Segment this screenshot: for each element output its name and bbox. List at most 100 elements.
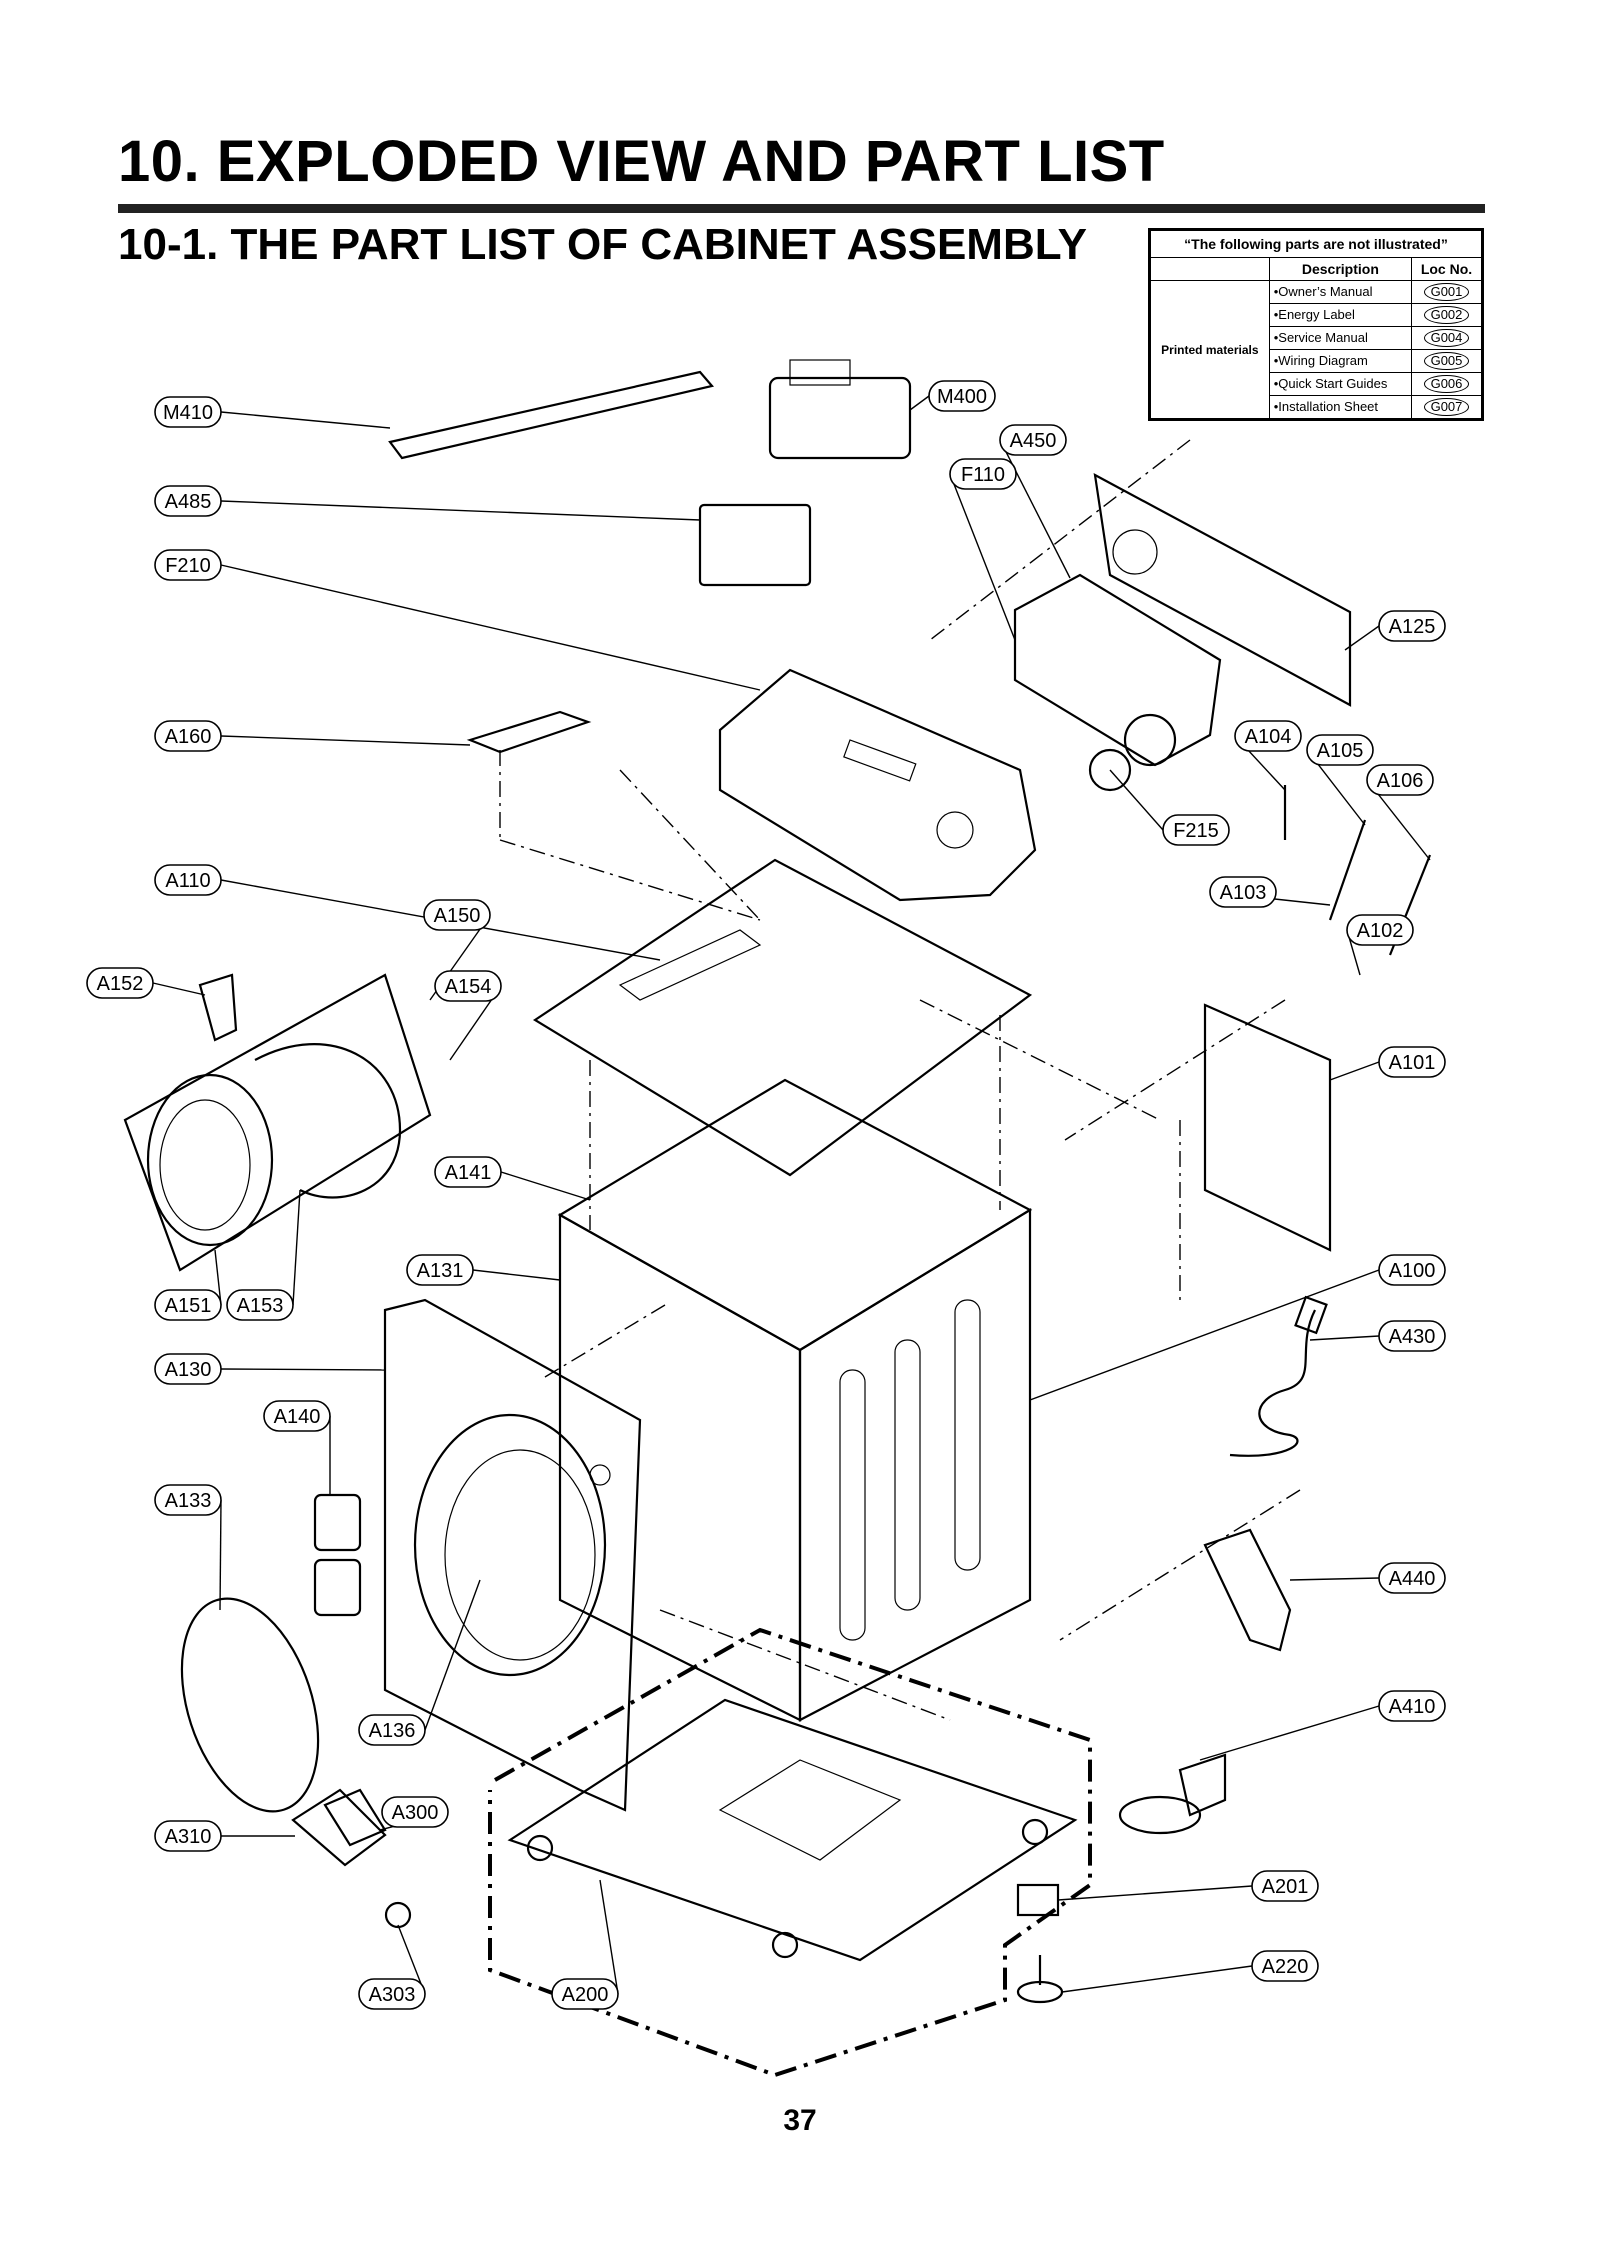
callout-text: A150 [434,905,481,927]
part-front-panel-inner [444,1449,596,1661]
leader-a131 [472,1269,561,1281]
callout-oval [226,1289,294,1321]
callout-a303: A303 [358,1978,426,2010]
callout-oval [1306,734,1374,766]
part-leg [1021,1818,1049,1846]
part-base-opening [718,1759,902,1861]
leader-f210 [220,564,761,691]
part-side-cover [1203,1003,1332,1252]
assembly-line [499,839,761,921]
callout-oval [1162,814,1230,846]
leader-a101 [1329,1061,1380,1081]
assembly-line [1059,1489,1301,1641]
callout-text: A130 [165,1359,212,1381]
callout-a430: A430 [1378,1320,1446,1352]
callout-a131: A131 [406,1254,474,1286]
callout-oval [86,967,154,999]
part-gasket-wire [180,1597,320,1813]
callout-text: A160 [165,726,212,748]
part-door-frame [123,973,432,1272]
row-description: •Installation Sheet [1268,395,1413,419]
assembly-line [929,439,1191,641]
part-selector-dial [936,811,974,849]
callout-a102: A102 [1346,914,1414,946]
loc-header: Loc No. [1411,257,1482,281]
callout-oval [1378,1690,1446,1722]
callout-oval [1251,1950,1319,1982]
callout-oval [551,1978,619,2010]
callout-text: A105 [1317,740,1364,762]
callout-oval [154,1289,222,1321]
description-header: Description [1268,257,1413,281]
callout-text: A440 [1389,1568,1436,1590]
part-door-ring [146,1073,274,1247]
part-service-cover-frame [323,1788,387,1847]
part-cabinet-right [798,1208,1032,1722]
callout-a450: A450 [999,424,1067,456]
assembly-line [539,1304,666,1381]
assembly-line [1064,999,1286,1141]
callout-a106: A106 [1366,764,1434,796]
assembly-line [619,769,761,921]
part-water-valve [768,376,912,460]
callout-a201: A201 [1251,1870,1319,1902]
part-cabinet-top [557,1078,1033,1352]
not-illustrated-table: “The following parts are not illustrated… [1148,228,1484,421]
part-drawings [123,359,1432,2004]
part-knob [1088,748,1132,792]
part-cabinet-rib [839,1369,866,1641]
callout-text: A141 [445,1162,492,1184]
callout-a105: A105 [1306,734,1374,766]
callout-a153: A153 [226,1289,294,1321]
row-loc: G001 [1411,280,1482,304]
callout-text: A125 [1389,616,1436,638]
callout-oval [1366,764,1434,796]
callout-a101: A101 [1378,1046,1446,1078]
leader-m400 [909,395,930,411]
callout-oval [1378,1254,1446,1286]
part-cabinet-rib [894,1339,921,1611]
page-number: 37 [783,2104,817,2137]
part-top-brace [388,370,715,460]
part-display-window [843,739,917,782]
leader-a220 [1061,1965,1253,1993]
callout-text: A430 [1389,1326,1436,1348]
callout-oval [1346,914,1414,946]
leader-a125 [1344,625,1380,651]
part-door-hinge-upper [313,1493,362,1552]
part-front-panel [383,1298,642,1812]
part-a485-box [698,503,812,587]
callout-oval [423,899,491,931]
callout-oval [928,380,996,412]
not-illustrated-heading: “The following parts are not illustrated… [1150,230,1482,258]
callout-a485: A485 [154,485,222,517]
leader-a440 [1289,1577,1380,1581]
part-top-plate-opening [618,929,762,1001]
loc-badge: G007 [1423,398,1470,416]
callout-a141: A141 [434,1156,502,1188]
callout-text: A310 [165,1826,212,1848]
callout-oval [1378,1046,1446,1078]
part-hinge [198,973,238,1042]
part-pressure-switch-base [1118,1795,1202,1835]
category-header-cell [1150,257,1270,281]
callout-f110: F110 [949,458,1017,490]
callout-oval [154,864,222,896]
part-detergent-drawer [466,710,592,754]
callout-text: A136 [369,1720,416,1742]
part-door-hinge-lower [313,1558,362,1617]
part-power-plug [1294,1295,1328,1335]
callout-text: A154 [445,976,492,998]
part-service-cover [291,1788,387,1867]
callout-text: A300 [392,1802,439,1824]
callout-a154: A154 [434,970,502,1002]
callout-a440: A440 [1378,1562,1446,1594]
callout-a310: A310 [154,1820,222,1852]
callout-oval [434,1156,502,1188]
callout-text: A220 [1262,1956,1309,1978]
callout-a110: A110 [154,864,222,896]
callout-text: A100 [1389,1260,1436,1282]
part-cover-screw [384,1901,412,1929]
callout-text: A140 [274,1406,321,1428]
callout-oval [1378,610,1446,642]
